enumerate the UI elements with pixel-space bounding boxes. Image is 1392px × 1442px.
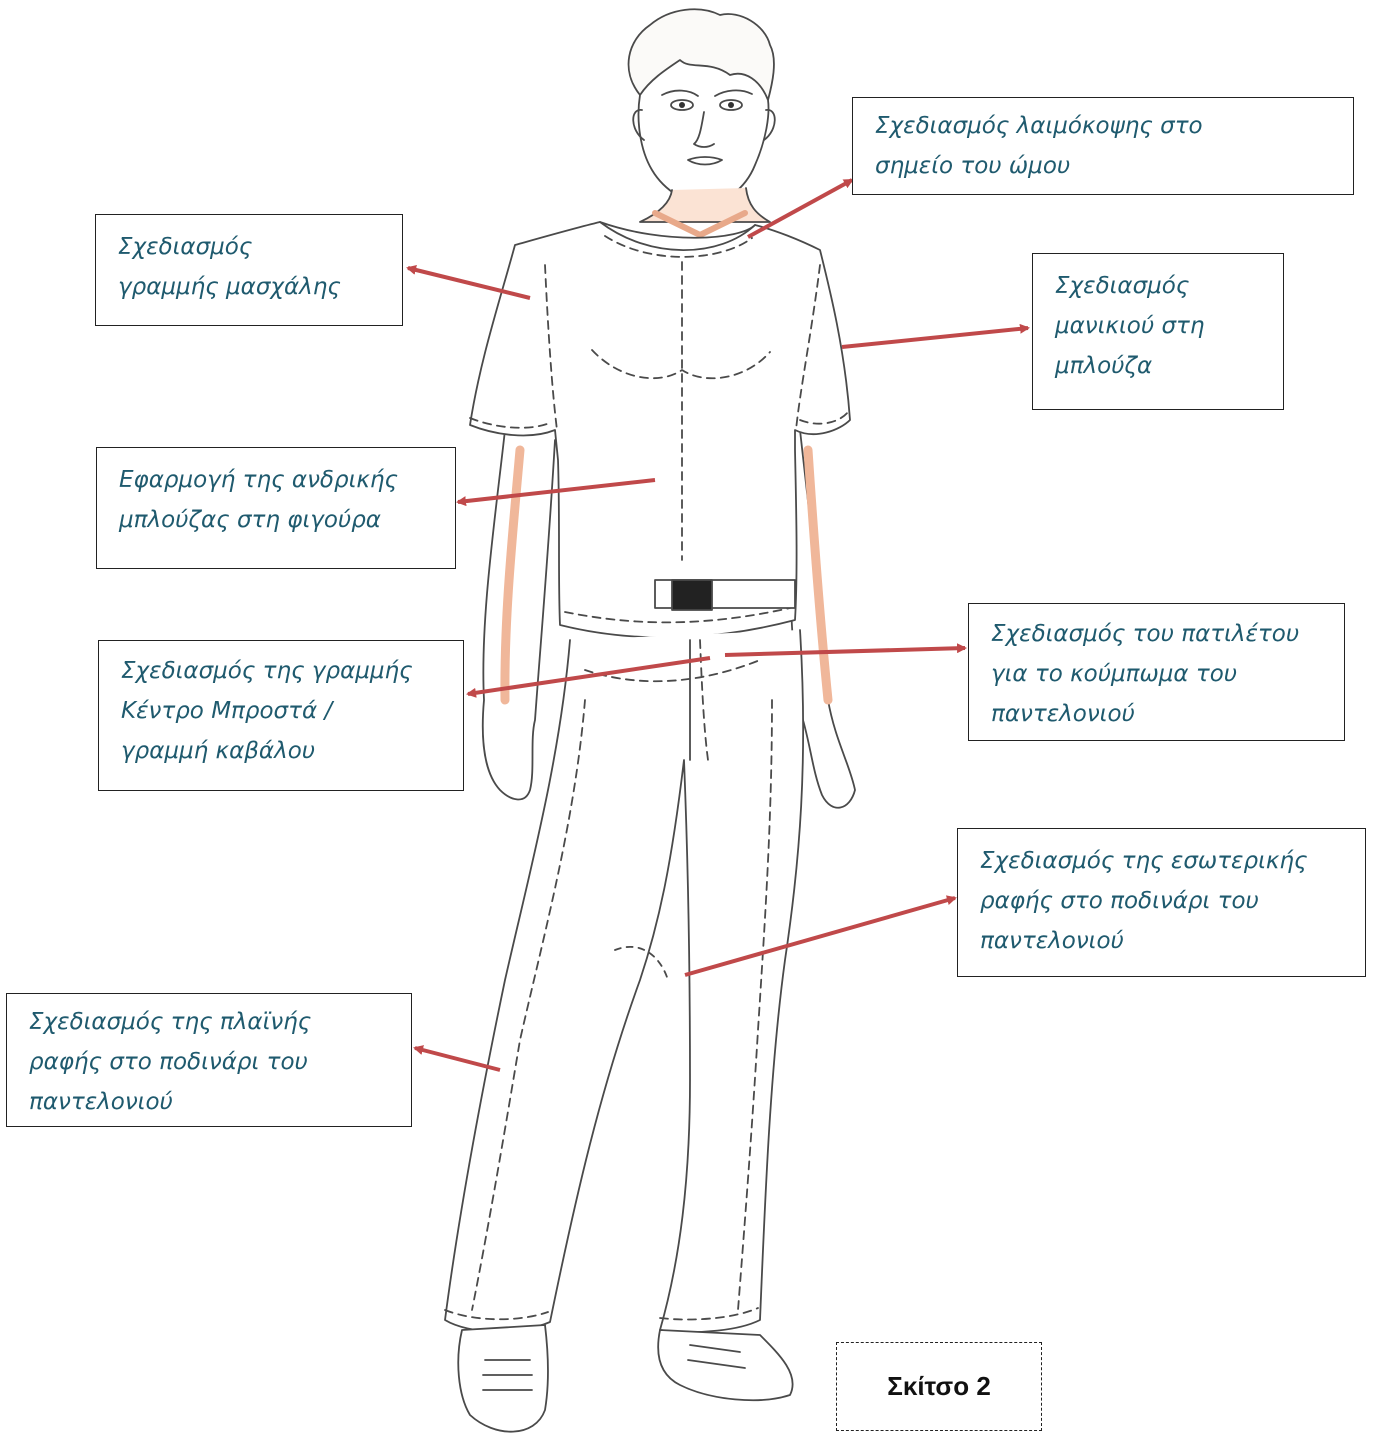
label-line: παντελονιού — [980, 921, 1351, 961]
sketch-caption: Σκίτσο 2 — [836, 1342, 1042, 1431]
label-line: μπλούζα — [1055, 346, 1269, 386]
label-line: μανικιού στη — [1055, 306, 1269, 346]
shoe-left — [458, 1325, 548, 1432]
label-line: γραμμής μασχάλης — [118, 267, 388, 307]
label-line: Σχεδιασμός του πατιλέτου — [991, 614, 1330, 654]
arrow-neckline — [748, 180, 852, 237]
label-line: παντελονιού — [29, 1082, 397, 1122]
brow-left — [662, 91, 698, 96]
brow-right — [715, 90, 752, 96]
label-fly: Σχεδιασμός του πατιλέτου για το κούμπωμα… — [968, 603, 1345, 741]
label-line: σημείο του ώμου — [875, 146, 1339, 186]
label-line: γραμμή καβάλου — [121, 731, 449, 771]
label-line: Σχεδιασμός — [118, 227, 388, 267]
label-line: Σχεδιασμός της εσωτερικής — [980, 841, 1351, 881]
label-line: Σχεδιασμός της πλαϊνής — [29, 1002, 397, 1042]
label-line: Σχεδιασμός λαιμόκοψης στο — [875, 106, 1339, 146]
arrow-sleeve — [842, 328, 1028, 347]
hair — [629, 9, 774, 100]
label-line: ραφής στο ποδινάρι του — [29, 1042, 397, 1082]
label-line: Εφαρμογή της ανδρικής — [119, 460, 441, 500]
label-center-front: Σχεδιασμός της γραμμής Κέντρο Μπροστά / … — [98, 640, 464, 791]
belt-buckle — [672, 580, 712, 610]
label-line: παντελονιού — [991, 694, 1330, 734]
label-line: Κέντρο Μπροστά / — [121, 691, 449, 731]
label-line: για το κούμπωμα του — [991, 654, 1330, 694]
label-side-seam: Σχεδιασμός της πλαϊνής ραφής στο ποδινάρ… — [6, 993, 412, 1127]
label-line: μπλούζας στη φιγούρα — [119, 500, 441, 540]
arrow-side-seam — [415, 1048, 500, 1070]
label-armhole: Σχεδιασμός γραμμής μασχάλης — [95, 214, 403, 326]
figure-drawing — [445, 9, 855, 1431]
label-line: ραφής στο ποδινάρι του — [980, 881, 1351, 921]
label-line: Σχεδιασμός — [1055, 266, 1269, 306]
label-shirt-fit: Εφαρμογή της ανδρικής μπλούζας στη φιγού… — [96, 447, 456, 569]
label-line: Σχεδιασμός της γραμμής — [121, 651, 449, 691]
label-inseam: Σχεδιασμός της εσωτερικής ραφής στο ποδι… — [957, 828, 1366, 977]
label-neckline: Σχεδιασμός λαιμόκοψης στο σημείο του ώμο… — [852, 97, 1354, 195]
label-sleeve: Σχεδιασμός μανικιού στη μπλούζα — [1032, 253, 1284, 410]
